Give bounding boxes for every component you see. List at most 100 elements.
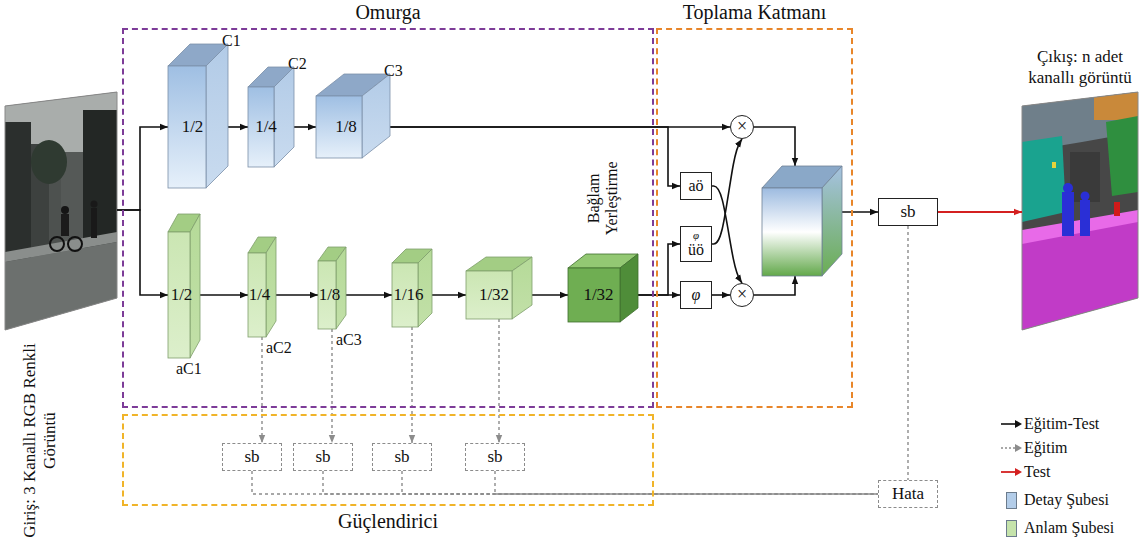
train-test-connector xyxy=(200,294,248,296)
train-test-connector xyxy=(346,294,392,296)
seg-head-box: sb xyxy=(372,443,432,471)
photo-building xyxy=(5,122,31,262)
test-connector xyxy=(938,211,1022,213)
backbone-region: OmurgaC11/2C21/4C31/81/2aC11/4aC21/8aC31… xyxy=(122,28,654,408)
detail-cube: C11/2 xyxy=(168,44,228,188)
seg-rider xyxy=(1114,202,1120,216)
node-text: aö xyxy=(688,177,703,195)
seg-person xyxy=(1063,183,1073,193)
cube-shape xyxy=(762,166,842,276)
training-connector xyxy=(411,327,412,443)
node-text: üö xyxy=(688,241,704,259)
cube-side-face xyxy=(512,257,532,319)
legend-arrowhead xyxy=(1015,444,1022,452)
photo-building xyxy=(83,110,117,250)
legend-text: Detay Şubesi xyxy=(1024,491,1109,509)
cube-shape xyxy=(168,44,228,188)
node-text: φ xyxy=(693,229,699,241)
node-text: Güçlendirici xyxy=(122,510,654,533)
legend-swatch xyxy=(1006,520,1017,537)
seg-head-box: sb xyxy=(465,443,525,471)
cube-side-face xyxy=(206,44,228,188)
seg-frame xyxy=(1022,92,1138,330)
node-text: sb xyxy=(315,448,330,467)
train-test-connector xyxy=(754,276,795,295)
output-image: Çıkış: n adet kanallı görüntü xyxy=(1022,92,1138,330)
seg-person xyxy=(1062,192,1074,236)
training-connector xyxy=(495,471,878,494)
photo-tree xyxy=(31,140,67,184)
legend-text: Anlam Şubesi xyxy=(1024,519,1114,537)
legend-row: Anlam Şubesi xyxy=(1000,518,1114,538)
train-test-connector xyxy=(638,244,680,295)
train-test-connector xyxy=(117,210,168,295)
legend-text: Eğitim-Test xyxy=(1024,415,1099,433)
node-text: 1/4 xyxy=(248,253,271,337)
legend-line-sample xyxy=(1001,423,1016,425)
node-text: Bağlam Yerleştirme xyxy=(585,150,622,246)
legend-arrowhead xyxy=(1015,468,1022,476)
training-connector xyxy=(907,226,908,480)
photo-person xyxy=(91,208,97,238)
node-text: 1/2 xyxy=(168,66,217,188)
node-text: aC1 xyxy=(176,360,202,378)
photo-person xyxy=(91,201,98,208)
node-text: Omurga xyxy=(122,1,654,24)
detail-cube: C31/8 xyxy=(316,74,390,158)
semantic-cube: 1/2aC1 xyxy=(168,214,200,358)
seg-vegetation xyxy=(1106,116,1138,196)
cube-front-face xyxy=(762,188,822,276)
node-text: 1/2 xyxy=(168,232,195,358)
train-test-connector xyxy=(842,211,878,213)
seg-building xyxy=(1022,92,1138,330)
train-test-connector xyxy=(294,126,316,128)
photo-cyclist xyxy=(61,214,69,236)
multiply-circle: × xyxy=(730,283,754,307)
legend-arrowhead xyxy=(1015,420,1022,428)
activation-box: φ xyxy=(680,281,712,309)
train-test-connector xyxy=(712,294,730,296)
cube-side-face xyxy=(274,67,294,167)
node-text: φ xyxy=(692,286,701,304)
cube-side-face xyxy=(620,254,638,322)
node-text: 1/32 xyxy=(568,268,629,322)
node-text: C1 xyxy=(222,32,241,50)
training-connector xyxy=(323,471,878,494)
legend-row: Test xyxy=(1000,462,1050,482)
train-test-connector xyxy=(390,127,680,186)
booster-region: Güçlendiricisbsbsbsb xyxy=(122,414,654,506)
legend-text: Eğitim xyxy=(1024,439,1068,457)
seg-head-box: sb xyxy=(222,443,282,471)
train-test-connector xyxy=(754,127,795,166)
semantic-cube: 1/8aC3 xyxy=(318,247,346,329)
cube-side-face xyxy=(822,166,842,276)
node-text: aC3 xyxy=(336,331,362,349)
multiply-circle: × xyxy=(730,115,754,139)
seg-sign xyxy=(1052,162,1056,168)
training-connector xyxy=(261,337,262,443)
legend-line-space xyxy=(1000,471,1024,473)
train-test-connector xyxy=(532,294,568,296)
attention-box: φüö xyxy=(680,226,712,262)
train-test-connector xyxy=(228,126,248,128)
node-text: Toplama Katmanı xyxy=(656,1,853,24)
node-text: × xyxy=(737,285,747,305)
node-text: Giriş: 3 Kanallı RGB Renkli Görüntü xyxy=(20,340,59,540)
training-connector xyxy=(252,471,878,494)
node-text: 1/8 xyxy=(316,96,376,158)
seg-person xyxy=(1080,200,1090,236)
photo-wheel xyxy=(50,237,64,251)
input-image: Giriş: 3 Kanallı RGB Renkli Görüntü xyxy=(5,92,117,330)
output-segmentation xyxy=(1022,92,1138,330)
node-text: C3 xyxy=(384,62,403,80)
legend-line-space xyxy=(1000,423,1024,425)
node-text: aC2 xyxy=(266,339,292,357)
node-text: Çıkış: n adet kanallı görüntü xyxy=(1018,47,1142,88)
cube-shape xyxy=(316,74,390,158)
photo-wheel xyxy=(68,237,82,251)
train-test-connector xyxy=(432,294,466,296)
legend-line-sample xyxy=(1001,471,1016,473)
node-text: sb xyxy=(244,448,259,467)
node-text: Hata xyxy=(892,485,924,504)
